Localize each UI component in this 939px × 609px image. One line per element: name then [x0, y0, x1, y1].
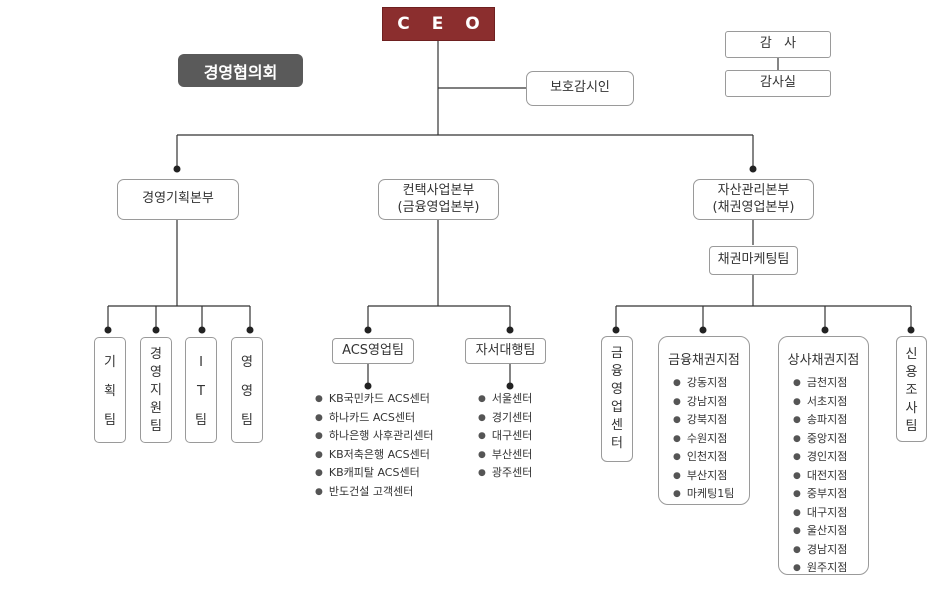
- team-char: 팀: [241, 413, 253, 428]
- management-support-team-box: 경 영 지 원 팀: [140, 337, 172, 443]
- it-team-box: I T 팀: [185, 337, 217, 443]
- ceo-box: C E O: [382, 7, 495, 41]
- asset-management-division: 자산관리본부 (채권영업본부): [693, 179, 814, 220]
- team-char: 기: [104, 355, 116, 370]
- auditor-box: 감 사: [725, 31, 831, 58]
- team-char: 조: [905, 383, 918, 398]
- team-char: 팀: [905, 419, 918, 434]
- team-char: I: [199, 355, 203, 370]
- list-item: 경인지점: [793, 448, 868, 467]
- list-item: 강북지점: [673, 411, 749, 430]
- jaseo-center-list: 서울센터 경기센터 대구센터 부산센터 광주센터: [478, 390, 532, 483]
- team-char: 팀: [104, 413, 116, 428]
- list-item: 중부지점: [793, 485, 868, 504]
- branch-title: 금융채권지점: [668, 353, 740, 368]
- jaseo-agency-team-box: 자서대행팀: [465, 338, 546, 364]
- division-subname: (금융영업본부): [397, 199, 480, 215]
- team-char: 영: [150, 365, 162, 380]
- branch-list: 강동지점 강남지점 강북지점 수원지점 인천지점 부산지점 마케팅1팀: [659, 374, 749, 504]
- division-subname: (채권영업본부): [712, 199, 795, 215]
- list-item: 서초지점: [793, 393, 868, 412]
- list-item: 원주지점: [793, 559, 868, 578]
- team-char: 사: [905, 401, 918, 416]
- acs-sales-team-box: ACS영업팀: [332, 338, 414, 364]
- list-item: 대구지점: [793, 504, 868, 523]
- team-char: 융: [611, 364, 623, 379]
- team-char: 신: [905, 347, 918, 362]
- management-council-label: 경영협의회: [178, 54, 303, 87]
- team-char: 영: [241, 355, 253, 370]
- list-item: 강동지점: [673, 374, 749, 393]
- team-char: T: [197, 384, 205, 399]
- protection-officer-box: 보호감시인: [526, 71, 634, 106]
- list-item: KB국민카드 ACS센터: [315, 390, 434, 409]
- list-item: 울산지점: [793, 522, 868, 541]
- list-item: 하나카드 ACS센터: [315, 409, 434, 428]
- list-item: KB캐피탈 ACS센터: [315, 464, 434, 483]
- planning-team-box: 기 획 팀: [94, 337, 126, 443]
- list-item: 송파지점: [793, 411, 868, 430]
- credit-research-team-box: 신 용 조 사 팀: [896, 336, 927, 442]
- list-item: 경남지점: [793, 541, 868, 560]
- team-char: 업: [611, 400, 623, 415]
- contents-business-division: 컨택사업본부 (금융영업본부): [378, 179, 499, 220]
- list-item: 대전지점: [793, 467, 868, 486]
- list-item: 부산센터: [478, 446, 532, 465]
- list-item: 인천지점: [673, 448, 749, 467]
- list-item: 금천지점: [793, 374, 868, 393]
- list-item: 대구센터: [478, 427, 532, 446]
- audit-office-box: 감사실: [725, 70, 831, 97]
- team-char: 지: [150, 383, 162, 398]
- branch-title: 상사채권지점: [787, 353, 860, 368]
- list-item: 중앙지점: [793, 430, 868, 449]
- team-char: 터: [611, 436, 623, 451]
- list-item: 수원지점: [673, 430, 749, 449]
- sales-team-box: 영 영 팀: [231, 337, 263, 443]
- division-name: 컨택사업본부: [402, 183, 475, 199]
- branch-list: 금천지점 서초지점 송파지점 중앙지점 경인지점 대전지점 중부지점 대구지점 …: [779, 374, 868, 578]
- team-char: 센: [611, 418, 623, 433]
- list-item: 광주센터: [478, 464, 532, 483]
- list-item: 반도건설 고객센터: [315, 483, 434, 502]
- list-item: 경기센터: [478, 409, 532, 428]
- team-char: 팀: [150, 419, 162, 434]
- list-item: KB저축은행 ACS센터: [315, 446, 434, 465]
- list-item: 하나은행 사후관리센터: [315, 427, 434, 446]
- division-name: 자산관리본부: [717, 183, 790, 199]
- list-item: 마케팅1팀: [673, 485, 749, 504]
- list-item: 서울센터: [478, 390, 532, 409]
- team-char: 획: [104, 384, 116, 399]
- team-char: 경: [150, 347, 162, 362]
- team-char: 용: [905, 365, 918, 380]
- list-item: 강남지점: [673, 393, 749, 412]
- team-char: 팀: [195, 413, 207, 428]
- team-char: 금: [611, 346, 623, 361]
- finance-sales-center-box: 금 융 영 업 센 터: [601, 336, 633, 462]
- commercial-bond-branch-box: 상사채권지점 금천지점 서초지점 송파지점 중앙지점 경인지점 대전지점 중부지…: [778, 336, 869, 575]
- team-char: 영: [611, 382, 623, 397]
- team-char: 원: [150, 401, 162, 416]
- finance-bond-branch-box: 금융채권지점 강동지점 강남지점 강북지점 수원지점 인천지점 부산지점 마케팅…: [658, 336, 750, 505]
- list-item: 부산지점: [673, 467, 749, 486]
- team-char: 영: [241, 384, 253, 399]
- bond-marketing-team-box: 채권마케팅팀: [709, 246, 798, 275]
- acs-center-list: KB국민카드 ACS센터 하나카드 ACS센터 하나은행 사후관리센터 KB저축…: [315, 390, 434, 502]
- management-planning-division: 경영기획본부: [117, 179, 239, 220]
